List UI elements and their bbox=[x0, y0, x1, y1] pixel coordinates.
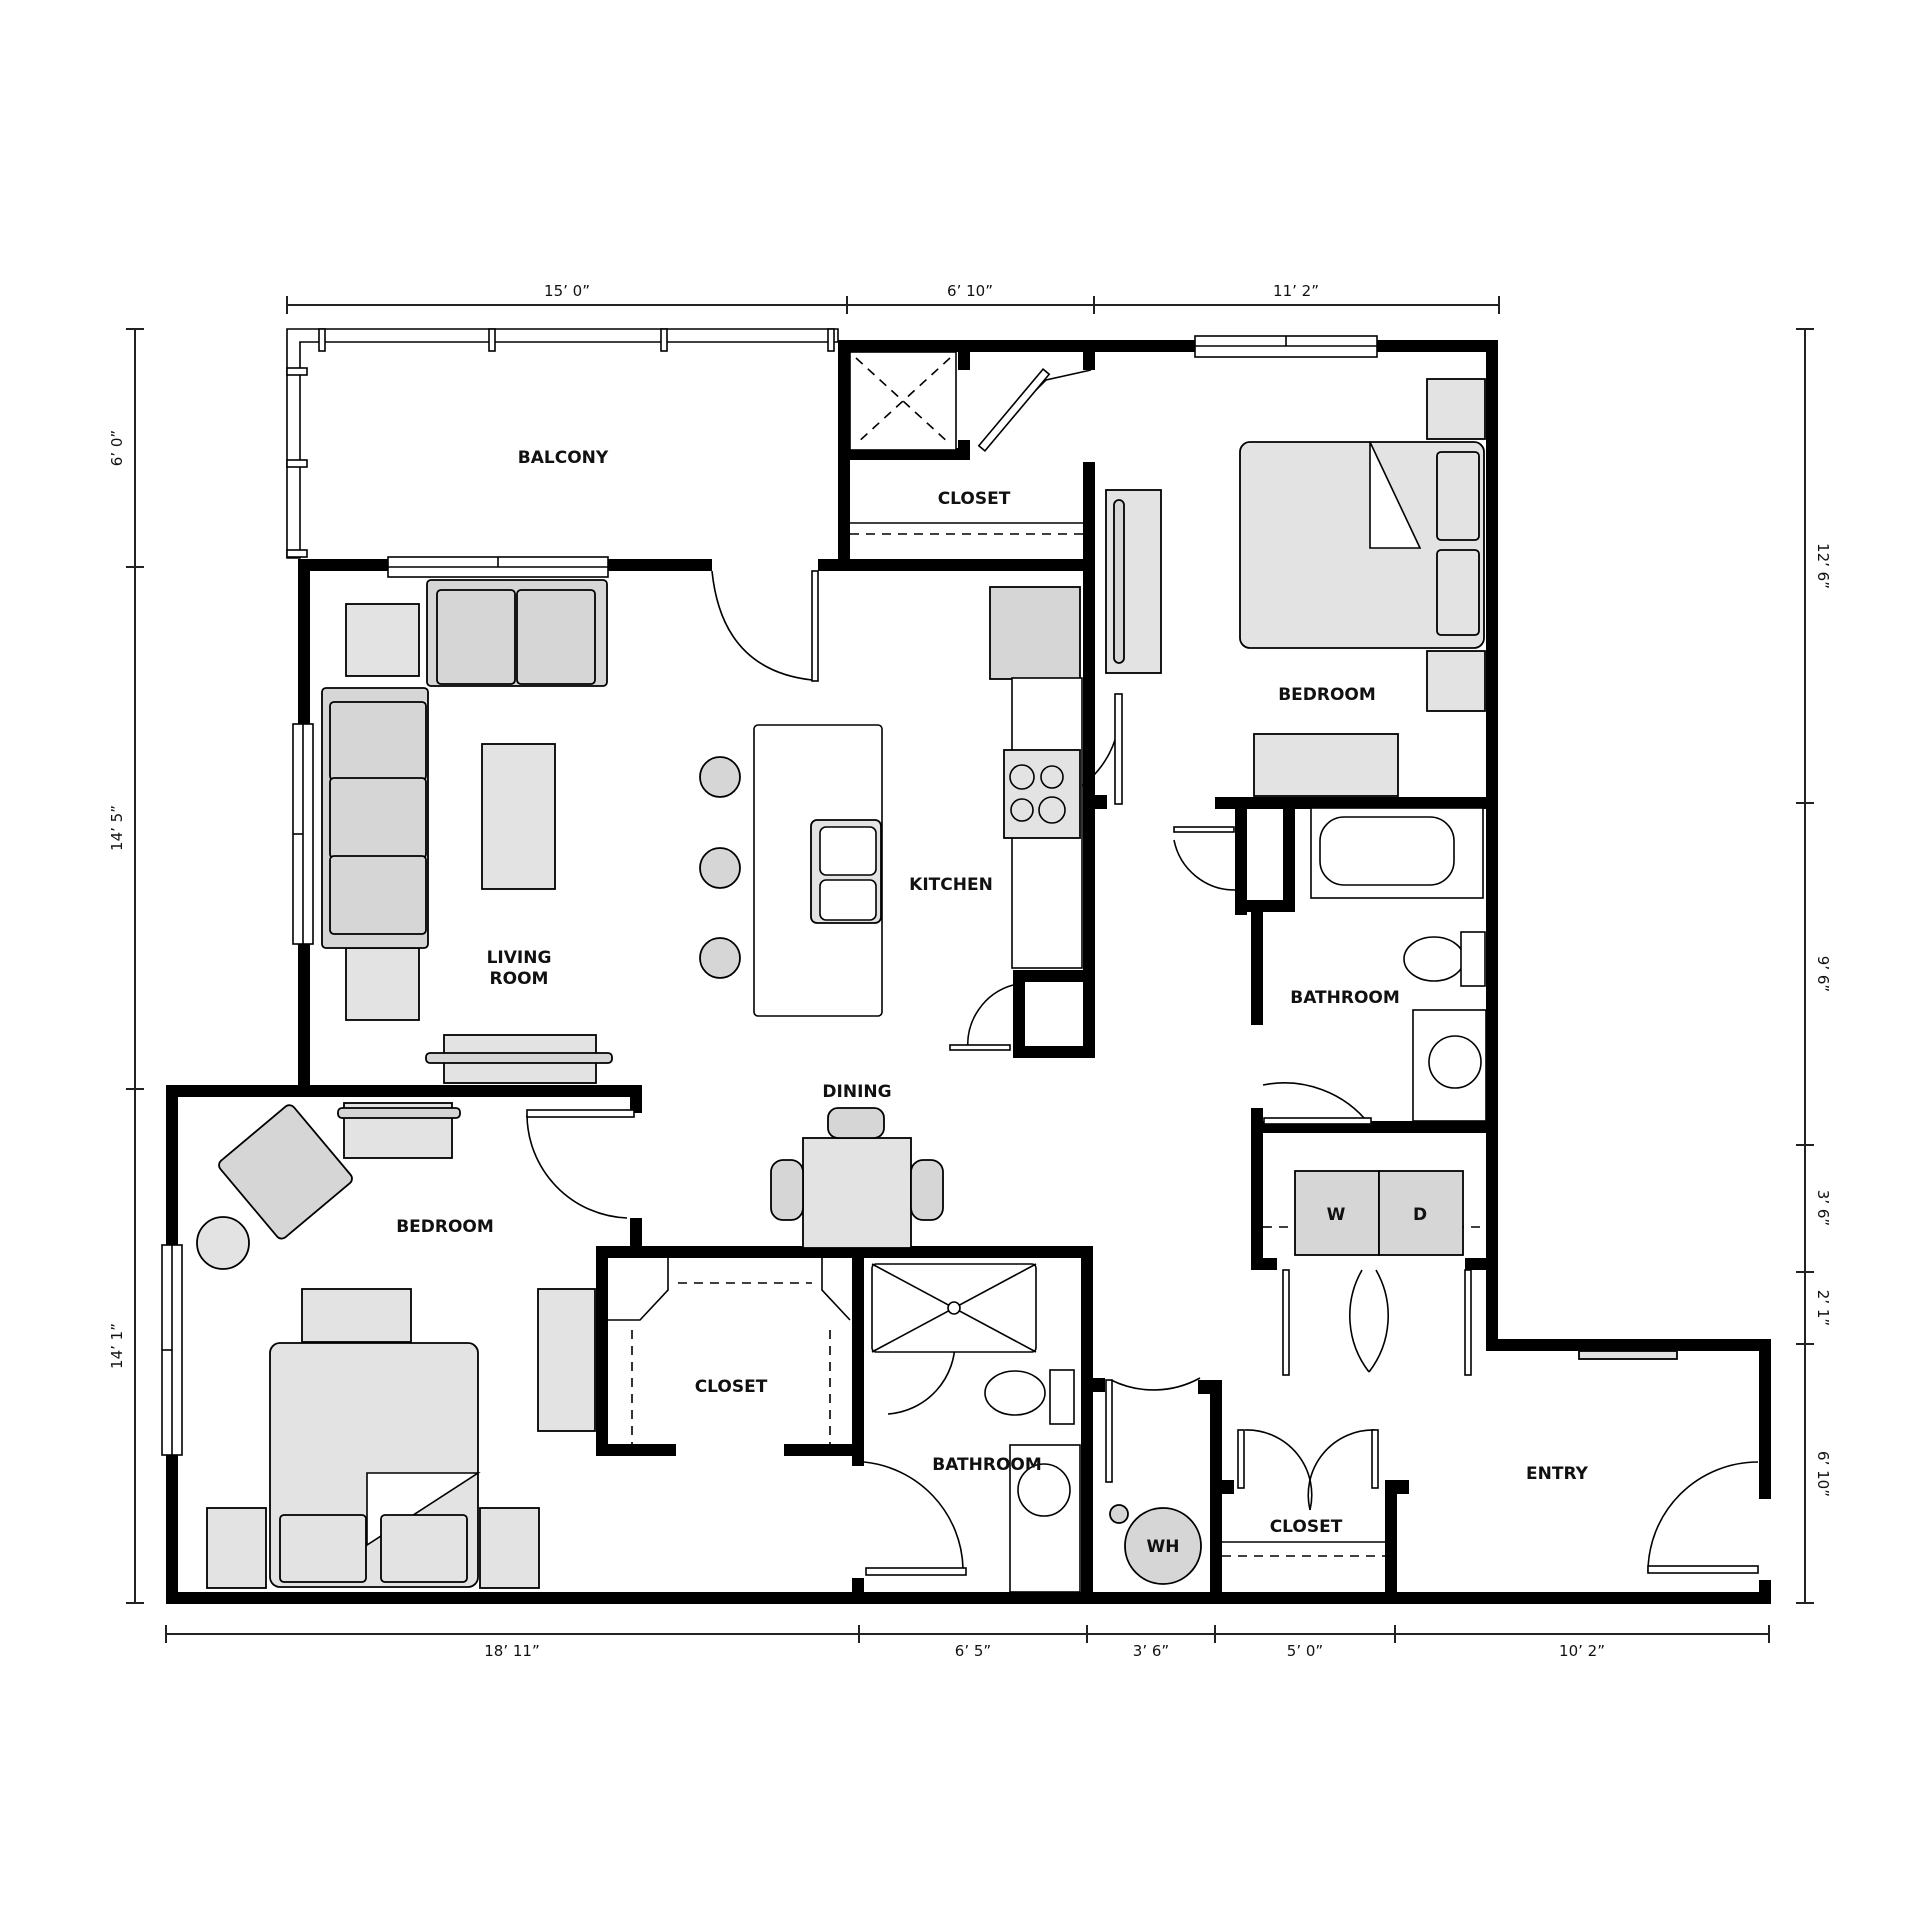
bathroom-sink bbox=[1017, 1463, 1071, 1517]
dim-top-2: 6’ 10” bbox=[947, 282, 993, 300]
dimension-top: 15’ 0” 6’ 10” 11’ 2” bbox=[286, 282, 1500, 314]
label-dining: DINING bbox=[822, 1082, 891, 1102]
side-table bbox=[345, 603, 420, 677]
dim-bottom-4: 5’ 0” bbox=[1287, 1642, 1323, 1660]
dim-top-1: 15’ 0” bbox=[544, 282, 590, 300]
toilet bbox=[984, 1370, 1046, 1416]
dim-left-2: 14’ 5” bbox=[108, 805, 126, 851]
stove bbox=[1003, 749, 1081, 839]
label-entry: ENTRY bbox=[1526, 1464, 1589, 1484]
washer bbox=[1294, 1170, 1380, 1256]
dining-chair bbox=[910, 1159, 944, 1221]
water-heater bbox=[1124, 1507, 1202, 1585]
nightstand bbox=[1426, 378, 1486, 440]
dim-right-5: 6’ 10” bbox=[1814, 1451, 1832, 1497]
refrigerator bbox=[989, 586, 1081, 680]
dim-bottom-1: 18’ 11” bbox=[484, 1642, 539, 1660]
nightstand bbox=[206, 1507, 267, 1589]
label-bedroom-left: BEDROOM bbox=[396, 1217, 494, 1237]
dim-bottom-3: 3’ 6” bbox=[1133, 1642, 1169, 1660]
coat-hooks bbox=[1578, 1350, 1678, 1360]
walls bbox=[166, 340, 1771, 1604]
label-closet-top: CLOSET bbox=[938, 489, 1011, 509]
bar-stool bbox=[699, 847, 741, 889]
dimension-left: 6’ 0” 14’ 5” 14’ 1” bbox=[108, 328, 144, 1604]
label-water-heater: WH bbox=[1147, 1537, 1180, 1557]
label-closet-left: CLOSET bbox=[695, 1377, 768, 1397]
dim-right-4: 2’ 1” bbox=[1814, 1290, 1832, 1326]
label-bedroom-top: BEDROOM bbox=[1278, 685, 1376, 705]
dim-right-2: 9’ 6” bbox=[1814, 956, 1832, 992]
bed bbox=[1239, 441, 1485, 649]
label-balcony: BALCONY bbox=[518, 448, 609, 468]
armchair bbox=[218, 1104, 353, 1240]
dim-bottom-5: 10’ 2” bbox=[1559, 1642, 1605, 1660]
closet-rods bbox=[608, 522, 1486, 1557]
dim-right-1: 12’ 6” bbox=[1814, 543, 1832, 589]
dimension-right: 12’ 6” 9’ 6” 3’ 6” 2’ 1” 6’ 10” bbox=[1796, 328, 1832, 1604]
dryer bbox=[1378, 1170, 1464, 1256]
dim-right-3: 3’ 6” bbox=[1814, 1190, 1832, 1226]
balcony-railing bbox=[286, 328, 839, 559]
dimension-bottom: 18’ 11” 6’ 5” 3’ 6” 5’ 0” 10’ 2” bbox=[165, 1625, 1770, 1660]
bench bbox=[1253, 733, 1399, 797]
dining-chair bbox=[770, 1159, 804, 1221]
room-labels: BALCONY CLOSET BEDROOM LIVING ROOM KITCH… bbox=[396, 448, 1588, 1557]
coffee-table bbox=[481, 743, 556, 890]
label-living-1: LIVING bbox=[487, 948, 552, 968]
bathroom-sink bbox=[1428, 1035, 1482, 1089]
label-living-2: ROOM bbox=[490, 969, 549, 989]
label-washer: W bbox=[1327, 1205, 1346, 1225]
dim-left-1: 6’ 0” bbox=[108, 430, 126, 466]
label-bathroom-bottom: BATHROOM bbox=[932, 1455, 1042, 1475]
label-bathroom-right: BATHROOM bbox=[1290, 988, 1400, 1008]
dim-bottom-2: 6’ 5” bbox=[955, 1642, 991, 1660]
dining-table bbox=[802, 1137, 912, 1249]
toilet bbox=[1403, 936, 1465, 982]
bar-stool bbox=[699, 937, 741, 979]
nightstand bbox=[1426, 650, 1486, 712]
dim-left-3: 14’ 1” bbox=[108, 1323, 126, 1369]
shower-stall bbox=[849, 351, 957, 451]
windows bbox=[161, 335, 1378, 1456]
round-table bbox=[196, 1216, 250, 1270]
label-kitchen: KITCHEN bbox=[909, 875, 993, 895]
bar-stool bbox=[699, 756, 741, 798]
label-dryer: D bbox=[1413, 1205, 1427, 1225]
dresser bbox=[537, 1288, 596, 1432]
side-table bbox=[345, 947, 420, 1021]
dim-top-3: 11’ 2” bbox=[1273, 282, 1319, 300]
dining-chair bbox=[827, 1107, 885, 1139]
furniture bbox=[196, 351, 1678, 1593]
doors bbox=[526, 367, 1759, 1576]
label-closet-bottom: CLOSET bbox=[1270, 1517, 1343, 1537]
bench bbox=[301, 1288, 412, 1343]
nightstand bbox=[479, 1507, 540, 1589]
